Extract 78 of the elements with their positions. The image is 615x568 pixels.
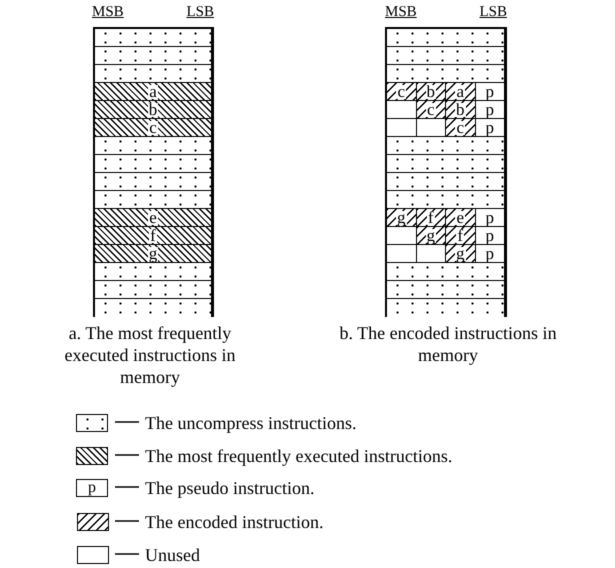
pseudo-cell: [476, 227, 505, 245]
pseudo-cell: [476, 245, 505, 263]
instruction-letter: c: [426, 102, 436, 116]
encoded-cell: [446, 209, 476, 227]
instruction-letter: c: [396, 84, 406, 98]
memory-row: [387, 263, 505, 281]
unused-cell: [387, 101, 416, 119]
memory-row: [387, 29, 505, 47]
memory-row: [387, 47, 505, 65]
memory-row: [95, 227, 212, 245]
unused-cell: [387, 227, 416, 245]
encoded-cell: [416, 209, 446, 227]
legend-text: The uncompress instructions.: [145, 413, 356, 433]
instruction-letter: e: [455, 210, 466, 224]
pseudo-cell: [476, 119, 505, 137]
unused-cell: [416, 119, 446, 137]
memory-row: [387, 299, 505, 317]
pseudo-cell: [476, 209, 505, 227]
memory-row: [95, 119, 212, 137]
unused-cell: [387, 119, 416, 137]
memory-row: [387, 65, 505, 83]
memory-row: [387, 155, 505, 173]
memory-row: [95, 65, 212, 83]
instruction-letter: f: [426, 210, 435, 224]
encoded-cell: [387, 209, 416, 227]
legend-text: The most frequently executed instructions.: [145, 446, 452, 466]
memory-row: [95, 245, 212, 263]
instruction-letter: c: [455, 120, 466, 134]
memory-row: [387, 281, 505, 299]
instruction-letter: b: [426, 84, 436, 98]
encoded-cell: [416, 101, 446, 119]
memory-row: [95, 263, 212, 281]
unused-cell: [387, 245, 416, 263]
instruction-letter: e: [148, 210, 158, 224]
pseudo-mark: p: [87, 481, 97, 495]
caption: b. The encoded instructions in memory: [338, 322, 558, 366]
memory-column: [93, 27, 214, 317]
instruction-letter: c: [148, 120, 158, 134]
encoded-cell: [416, 83, 446, 101]
bit-order-label: MSB: [385, 5, 418, 20]
memory-row: [95, 47, 212, 65]
encoded-cell: [387, 83, 416, 101]
bit-order-label: LSB: [185, 5, 214, 20]
instruction-letter: f: [149, 228, 157, 242]
memory-row: [95, 83, 212, 101]
encoded-cell: [446, 119, 476, 137]
instruction-letter: a: [455, 84, 466, 98]
encoded-cell: [416, 227, 446, 245]
memory-row: [387, 137, 505, 155]
memory-row: [387, 173, 505, 191]
memory-row: [95, 137, 212, 155]
memory-row: [95, 281, 212, 299]
memory-row: [95, 191, 212, 209]
memory-column: [385, 27, 507, 317]
encoded-cell: [446, 83, 476, 101]
memory-row: [95, 173, 212, 191]
encoded-cell: [446, 245, 476, 263]
instruction-letter: b: [148, 102, 158, 116]
legend-text: The pseudo instruction.: [145, 478, 314, 498]
pseudo-cell: [476, 101, 505, 119]
memory-row: [95, 155, 212, 173]
memory-row: [95, 101, 212, 119]
instruction-letter: a: [148, 84, 158, 98]
instruction-letter: f: [456, 228, 464, 242]
memory-row: [95, 29, 212, 47]
memory-row: [95, 209, 212, 227]
memory-row: [387, 191, 505, 209]
memory-row: [95, 299, 212, 317]
bit-order-label: LSB: [478, 5, 507, 20]
encoded-cell: [446, 227, 476, 245]
pseudo-cell: [476, 83, 505, 101]
legend-text: The encoded instruction.: [145, 512, 324, 532]
caption: a. The most frequently executed instructions in memory: [64, 322, 236, 388]
bit-order-label: MSB: [92, 5, 125, 20]
instruction-letter: b: [455, 102, 466, 116]
legend-text: Unused: [145, 545, 200, 565]
unused-cell: [416, 245, 446, 263]
encoded-cell: [446, 101, 476, 119]
